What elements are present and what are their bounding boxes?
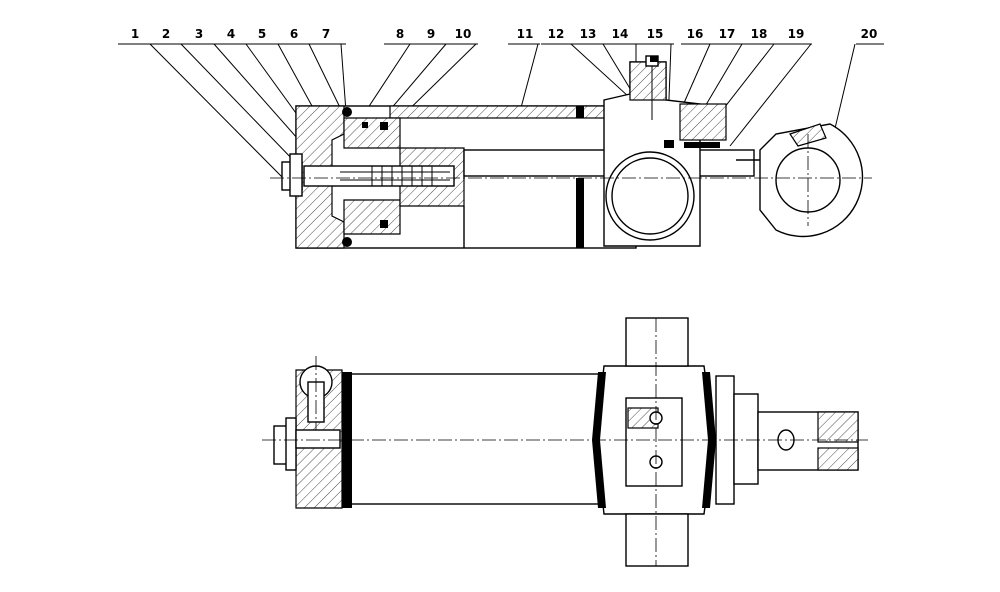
part-label-9: 9 (427, 27, 435, 41)
part-label-8: 8 (396, 27, 404, 41)
part-label-17: 17 (719, 27, 736, 41)
part-label-2: 2 (162, 27, 170, 41)
part-label-5: 5 (258, 27, 266, 41)
part-label-12: 12 (548, 27, 565, 41)
part-label-1: 1 (131, 27, 139, 41)
part-label-13: 13 (580, 27, 597, 41)
part-label-3: 3 (195, 27, 203, 41)
part-label-10: 10 (455, 27, 472, 41)
part-label-18: 18 (751, 27, 768, 41)
part-label-6: 6 (290, 27, 298, 41)
o-ring-seal (342, 107, 352, 117)
part-label-16: 16 (687, 27, 704, 41)
part-label-7: 7 (322, 27, 330, 41)
part-label-20: 20 (861, 27, 878, 41)
part-label-11: 11 (517, 27, 534, 41)
part-label-14: 14 (612, 27, 629, 41)
part-label-4: 4 (227, 27, 235, 41)
part-labels: 1 2 3 4 5 6 7 8 9 10 11 12 13 14 15 16 1… (131, 27, 878, 41)
section-view (270, 55, 872, 249)
part-label-15: 15 (647, 27, 664, 41)
part-label-19: 19 (788, 27, 805, 41)
exterior-view (262, 317, 868, 567)
